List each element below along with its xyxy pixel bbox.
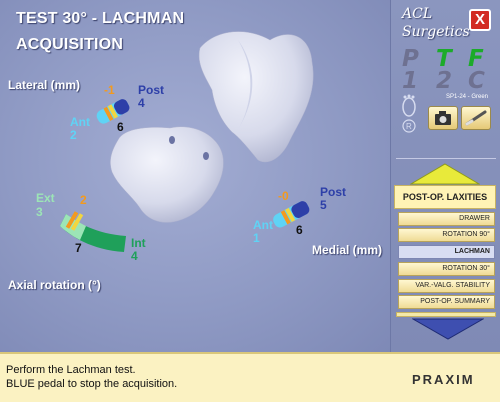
lateral-neg-value: -1 [104, 83, 115, 97]
ptfc-t: T [436, 46, 452, 72]
menu-item-rotation-30[interactable]: ROTATION 30° [398, 262, 495, 276]
ptfc-f: F [468, 46, 484, 72]
medial-translation-gauge [273, 201, 310, 228]
3d-viewport[interactable]: TEST 30° - LACHMAN ACQUISITION Lateral (… [0, 0, 390, 352]
serial-label: SP1-24 - Green [446, 94, 489, 100]
probe-button[interactable] [461, 106, 491, 130]
medial-axis-label: Medial (mm) [312, 243, 383, 257]
menu-item-lachman[interactable]: LACHMAN [398, 245, 495, 259]
menu-title-post-op-laxities[interactable]: POST-OP. LAXITIES [394, 185, 496, 209]
menu-item-drawer[interactable]: DRAWER [398, 212, 495, 226]
menu-item-rotation-90[interactable]: ROTATION 90° [398, 228, 495, 242]
close-button[interactable]: X [469, 9, 491, 31]
camera-icon [435, 111, 451, 125]
brand-acl: ACL [402, 6, 433, 22]
medial-neg-value: -0 [278, 189, 289, 203]
rotation-int-value: 4 [131, 249, 138, 263]
medial-ant-label: Ant [253, 218, 273, 232]
axial-rotation-gauge [60, 211, 126, 252]
side-marker-text: R [406, 122, 412, 131]
rotation-current-value: 7 [75, 241, 82, 255]
lateral-post-label: Post [138, 83, 165, 97]
ptfc-c: C [468, 68, 485, 94]
lateral-ant-label: Ant [70, 115, 90, 129]
footprint-icon: R [402, 94, 416, 133]
camera-button[interactable] [428, 106, 458, 130]
menu-item-post-op-summary[interactable]: POST-OP. SUMMARY [398, 295, 495, 309]
menu-item-var-valg-stability[interactable]: VAR.-VALG. STABILITY [398, 279, 495, 293]
medial-ant-value: 1 [253, 231, 260, 245]
tibia-model [110, 126, 224, 223]
scroll-down-button[interactable] [412, 318, 484, 340]
rotation-top-value: 2 [80, 193, 87, 207]
medial-post-label: Post [320, 185, 347, 199]
ptfc-2: 2 [436, 68, 453, 94]
menu-bottom-bar [396, 312, 496, 317]
brand-surgetics: Surgetics [402, 24, 470, 40]
lateral-axis-label: Lateral (mm) [8, 78, 81, 92]
medial-current-value: 6 [296, 223, 303, 237]
bone-model-illustration [60, 31, 314, 252]
page-title: TEST 30° - LACHMAN [16, 10, 185, 27]
scroll-up-button[interactable] [410, 163, 480, 185]
ptfc-1: 1 [402, 68, 419, 94]
rotation-int-label: Int [131, 236, 146, 250]
femur-model [198, 31, 314, 163]
lateral-translation-gauge [96, 99, 130, 124]
medial-post-value: 5 [320, 198, 327, 212]
sidebar-divider [396, 158, 496, 159]
lateral-ant-value: 2 [70, 128, 77, 142]
axial-rotation-label: Axial rotation (°) [8, 278, 101, 292]
lateral-current-value: 6 [117, 120, 124, 134]
rotation-ext-value: 3 [36, 205, 43, 219]
instruction-line-2: BLUE pedal to stop the acquisition. [6, 378, 178, 390]
probe-icon [465, 110, 487, 126]
page-subtitle: ACQUISITION [16, 36, 124, 53]
lateral-post-value: 4 [138, 96, 145, 110]
rotation-ext-label: Ext [36, 191, 55, 205]
status-footer [0, 352, 500, 402]
ptfc-p: P [402, 46, 419, 72]
praxim-logo: PRAXIM [412, 372, 475, 387]
instruction-line-1: Perform the Lachman test. [6, 364, 136, 376]
